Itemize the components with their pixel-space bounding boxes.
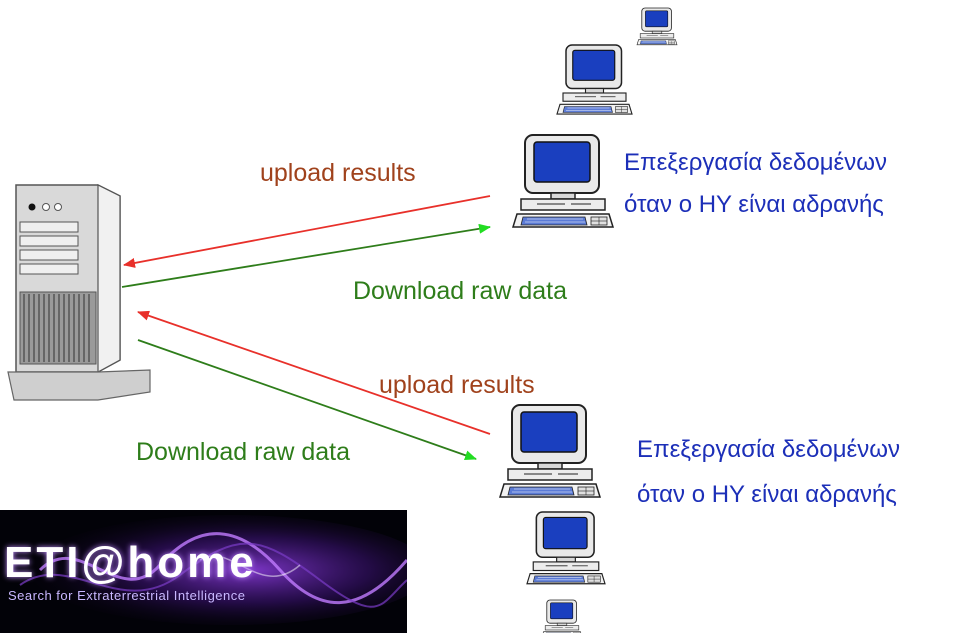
upload-label-bottom: upload results (379, 371, 535, 399)
banner-logo: ETI@home Search for Extraterrestrial Int… (0, 510, 407, 633)
banner-title: ETI@home (4, 538, 257, 587)
upload-arrow-top (123, 195, 491, 268)
client-caption-top-line2: όταν ο ΗΥ είναι αδρανής (624, 191, 884, 218)
computer-icon (526, 511, 606, 585)
cropped-heading-fragment (60, 0, 600, 4)
computer-icon (499, 404, 601, 498)
download-arrow-bottom (137, 339, 477, 461)
server-icon (7, 184, 151, 401)
banner-subtitle: Search for Extraterrestrial Intelligence (8, 588, 246, 603)
download-arrow-top (121, 223, 491, 288)
computer-icon (541, 599, 583, 633)
upload-label-top: upload results (260, 159, 416, 187)
download-label-bottom: Download raw data (136, 438, 351, 466)
client-caption-bottom-line2: όταν ο ΗΥ είναι αδρανής (637, 481, 897, 508)
client-caption-top-line1: Επεξεργασία δεδομένων (624, 149, 887, 176)
download-label-top: Download raw data (353, 277, 568, 305)
upload-arrow-bottom (137, 310, 491, 435)
client-caption-bottom-line1: Επεξεργασία δεδομένων (637, 436, 900, 463)
computer-icon (512, 134, 614, 228)
computer-icon (636, 7, 678, 46)
computer-icon (556, 44, 633, 115)
